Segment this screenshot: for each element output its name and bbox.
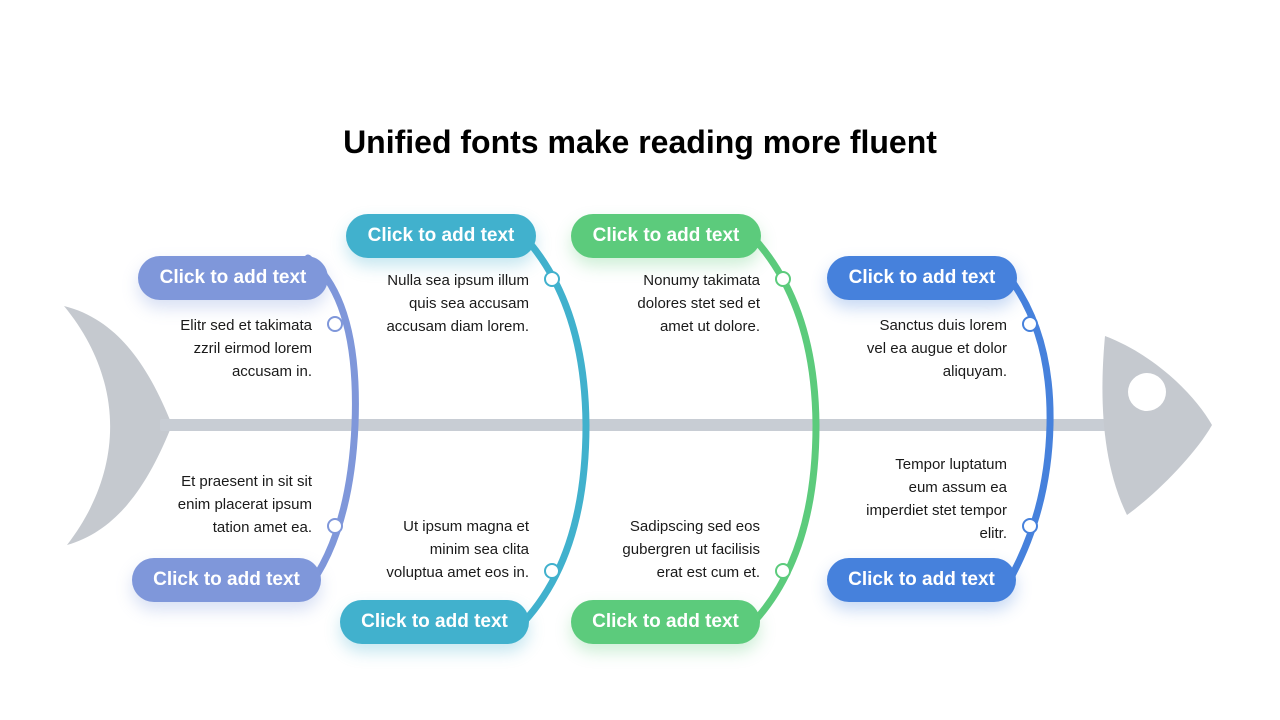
- branch-2-top-label[interactable]: Click to add text: [346, 214, 536, 258]
- branch-3-top-node: [775, 271, 791, 287]
- slide-title: Unified fonts make reading more fluent: [343, 124, 937, 160]
- branch-4-bottom-node: [1022, 518, 1038, 534]
- branch-1-top-text: Elitr sed et takimata zzril eirmod lorem…: [180, 317, 312, 380]
- branch-4-top-text: Sanctus duis lorem vel ea augue et dolor…: [866, 317, 1007, 380]
- branch-1-bottom-text: Et praesent in sit sit enim placerat ips…: [177, 473, 312, 536]
- branch-2-bottom-text: Ut ipsum magna et minim sea clita volupt…: [386, 518, 529, 581]
- branch-4-arc: [1001, 268, 1054, 592]
- branch-1-top-label[interactable]: Click to add text: [138, 256, 328, 300]
- branch-3-bottom-text: Sadipscing sed eos gubergren ut facilisi…: [622, 518, 760, 581]
- branch-1-bottom-label[interactable]: Click to add text: [132, 558, 321, 602]
- branch-3-bottom-node: [775, 563, 791, 579]
- branch-4-top-node: [1022, 316, 1038, 332]
- fish-eye: [1128, 373, 1166, 411]
- branch-1: [301, 254, 359, 596]
- branch-2-top-text: Nulla sea ipsum illum quis sea accusam a…: [386, 272, 529, 335]
- branch-3-bottom-label[interactable]: Click to add text: [571, 600, 760, 644]
- branch-4-top-label[interactable]: Click to add text: [827, 256, 1017, 300]
- branch-3: [744, 228, 820, 632]
- fish-head: [1102, 336, 1212, 515]
- branch-3-top-text: Nonumy takimata dolores stet sed et amet…: [637, 272, 760, 335]
- branch-4-bottom-text: Tempor luptatum eum assum ea imperdiet s…: [866, 456, 1007, 542]
- branch-4: [1001, 268, 1054, 592]
- branch-2-top-node: [544, 271, 560, 287]
- branch-2: [514, 228, 590, 632]
- branch-2-bottom-node: [544, 563, 560, 579]
- branch-1-bottom-node: [327, 518, 343, 534]
- branch-4-bottom-label[interactable]: Click to add text: [827, 558, 1016, 602]
- fish-tail: [64, 306, 172, 545]
- branch-1-arc: [301, 254, 359, 596]
- fish-spine: [160, 419, 1120, 431]
- branch-1-top-node: [327, 316, 343, 332]
- branch-3-top-label[interactable]: Click to add text: [571, 214, 761, 258]
- branch-2-bottom-label[interactable]: Click to add text: [340, 600, 529, 644]
